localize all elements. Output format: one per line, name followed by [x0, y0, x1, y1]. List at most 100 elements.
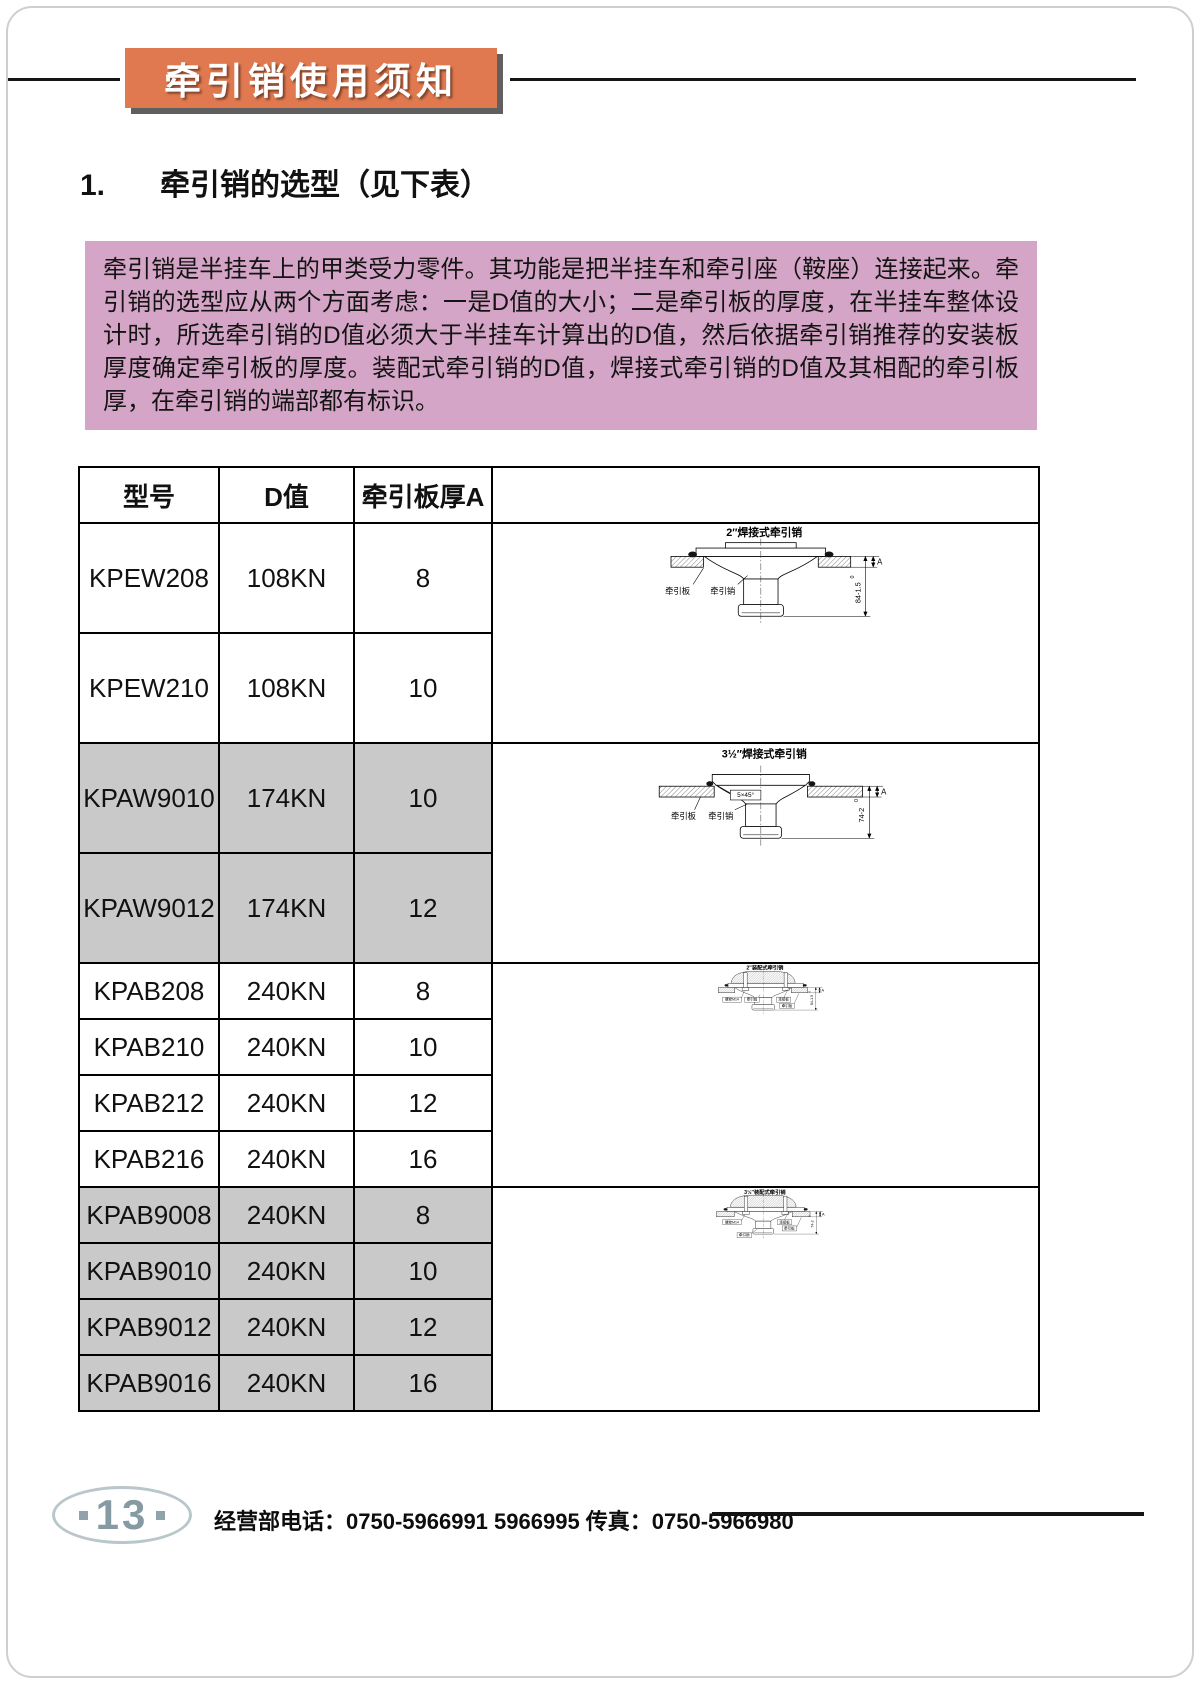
- page-number: 13: [95, 1491, 149, 1538]
- cell-model: KPEW208: [78, 522, 220, 634]
- cell-model: KPAB216: [78, 1130, 220, 1188]
- header-rule-left: [8, 78, 120, 81]
- cell-model: KPAB9010: [78, 1242, 220, 1300]
- intro-box: 牵引销是半挂车上的甲类受力零件。其功能是把半挂车和牵引座（鞍座）连接起来。牵引销…: [85, 241, 1037, 430]
- diagram-assembled-2in: 2″装配式牵引销: [718, 964, 825, 1014]
- table-row: KPAW9010 174KN 10 3½″焊接式牵引销 5×4: [78, 742, 1040, 964]
- badge-square-left: [78, 1510, 88, 1520]
- cell-d-value: 174KN: [218, 742, 355, 854]
- traction-plate-left-section: [670, 556, 704, 568]
- bolt-nut-right: [782, 987, 790, 991]
- cell-d-value: 174KN: [218, 852, 355, 964]
- table-row: KPAB9008 240KN 8 3½″装配式牵引销: [78, 1186, 1040, 1412]
- traction-plate-right-section: [792, 1211, 811, 1217]
- weld-seam-right: [808, 781, 816, 787]
- cell-d-value: 108KN: [218, 632, 355, 744]
- dim-plate-thickness: A: [877, 558, 883, 567]
- cell-d-value: 240KN: [218, 1242, 355, 1300]
- table-row: KPAB9016 240KN 16: [78, 1354, 1039, 1412]
- dim-height-tolerance: 0: [807, 990, 811, 992]
- cell-model: KPAW9012: [78, 852, 220, 964]
- dim-height: 74-2: [857, 808, 866, 823]
- cell-plate-a: 10: [353, 1242, 493, 1300]
- diagram-welded-2in: 2″焊接式牵引销 A: [665, 525, 883, 625]
- cell-model: KPAB212: [78, 1074, 220, 1132]
- diagram-cell-assembled-2in: 2″装配式牵引销: [491, 962, 1040, 1188]
- label-traction-plate: 牵引板: [782, 1003, 793, 1008]
- diagram-title: 3½″装配式牵引销: [744, 1188, 786, 1196]
- cell-model: KPEW210: [78, 632, 220, 744]
- label-kingpin: 牵引销: [739, 1232, 750, 1237]
- bolt-shaft-left: [744, 1195, 748, 1212]
- cell-plate-a: 8: [353, 1186, 493, 1244]
- table-row: KPAB9010 240KN 10: [78, 1242, 1039, 1300]
- dim-height: 84-1.5: [810, 995, 814, 1005]
- cell-model: KPAB9016: [78, 1354, 220, 1412]
- table-row: KPAB212 240KN 12: [78, 1074, 1039, 1132]
- label-traction-plate: 牵引板: [671, 811, 697, 821]
- chamfer-label: 5×45°: [737, 791, 754, 799]
- col-header-model: 型号: [78, 466, 220, 524]
- page-title-banner: 牵引销使用须知: [125, 48, 497, 108]
- dim-plate-thickness: A: [881, 788, 887, 797]
- traction-plate-right-section: [791, 987, 808, 993]
- diagram-cell-welded-3-5in: 3½″焊接式牵引销 5×45°: [491, 742, 1040, 964]
- diagram-title: 2″装配式牵引销: [746, 964, 784, 971]
- cell-d-value: 240KN: [218, 962, 355, 1020]
- label-kingpin: 牵引销: [708, 811, 733, 821]
- cell-plate-a: 12: [353, 852, 493, 964]
- cell-model: KPAB208: [78, 962, 220, 1020]
- weld-seam-left: [724, 984, 729, 987]
- diagram-title: 3½″焊接式牵引销: [722, 747, 807, 761]
- label-traction-plate: 牵引板: [665, 586, 691, 596]
- cell-d-value: 240KN: [218, 1018, 355, 1076]
- traction-plate-left-section: [716, 1211, 735, 1217]
- weld-seam-left: [688, 551, 698, 558]
- cell-model: KPAB210: [78, 1018, 220, 1076]
- kingpin-selection-table: 型号 D值 牵引板厚A KPEW208 108KN 8 2″焊接式牵引销: [78, 466, 1040, 1412]
- bolt-nut-left: [741, 987, 750, 991]
- table-row: KPAB208 240KN 8 2″装配式牵引销: [78, 962, 1040, 1188]
- cell-plate-a: 16: [353, 1354, 493, 1412]
- page-title: 牵引销使用须知: [164, 61, 458, 102]
- traction-plate-left-section: [658, 785, 715, 798]
- table-row: KPEW208 108KN 8 2″焊接式牵引销: [78, 522, 1040, 744]
- label-connection-plate: 连接板: [779, 1219, 790, 1224]
- dim-height: 74-2: [811, 1220, 815, 1227]
- table-row: KPEW210 108KN 10: [78, 632, 1039, 744]
- label-box-bolt: [722, 996, 742, 1003]
- cell-d-value: 240KN: [218, 1298, 355, 1356]
- page-number-badge: 13: [52, 1486, 192, 1544]
- cell-d-value: 240KN: [218, 1354, 355, 1412]
- table-row: KPAB9012 240KN 12: [78, 1298, 1039, 1356]
- cell-plate-a: 16: [353, 1130, 493, 1188]
- weld-seam-left: [706, 781, 714, 787]
- section-heading: 1.牵引销的选型（见下表）: [80, 160, 490, 204]
- cell-model: KPAB9012: [78, 1298, 220, 1356]
- bolt-nut-right: [781, 1211, 789, 1215]
- col-header-diagram: [491, 466, 1040, 524]
- table-header-row: 型号 D值 牵引板厚A: [78, 466, 1040, 524]
- weld-seam-left: [723, 1208, 728, 1211]
- footer-contact: 经营部电话：0750-5966991 5966995 传真：0750-59669…: [214, 1509, 794, 1534]
- cell-d-value: 240KN: [218, 1074, 355, 1132]
- weld-seam-right: [803, 1208, 808, 1211]
- traction-plate-left-section: [718, 987, 735, 993]
- section-number: 1.: [80, 169, 106, 202]
- col-header-d-value: D值: [218, 466, 355, 524]
- badge-square-right: [156, 1510, 166, 1520]
- bolt-nut-left: [742, 1211, 750, 1215]
- table-row: KPAB210 240KN 10: [78, 1018, 1039, 1076]
- header-rule-right: [510, 78, 1136, 81]
- label-box-connection-plate: [777, 1219, 792, 1225]
- dim-plate-thickness: A: [822, 989, 825, 993]
- label-bolt-m14: 螺栓M14: [725, 1219, 739, 1224]
- traction-plate-right-section: [807, 785, 863, 798]
- dim-height: 84-1.5: [853, 582, 862, 603]
- cell-d-value: 240KN: [218, 1130, 355, 1188]
- dim-height-tolerance: 0: [854, 799, 860, 802]
- label-kingpin: 牵引销: [710, 586, 735, 596]
- label-connection-plate: 连接板: [778, 997, 789, 1002]
- label-box-traction-plate: [782, 1225, 797, 1232]
- table-row: KPAW9012 174KN 12: [78, 852, 1039, 964]
